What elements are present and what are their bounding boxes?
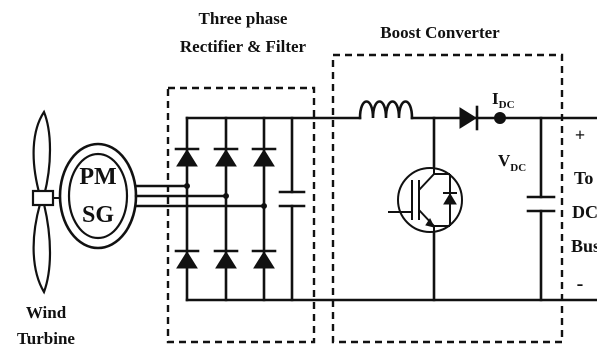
rectifier-title-line1: Three phase (199, 9, 288, 28)
wind-turbine-icon (31, 109, 66, 295)
three-phase-lines (134, 183, 267, 209)
diode-icon (213, 249, 239, 269)
diode-icon (459, 105, 479, 131)
rectifier-box (166, 86, 316, 344)
diode-icon (251, 147, 277, 167)
capacitor-icon (278, 190, 306, 208)
current-node (494, 112, 506, 124)
output-label-dc: DC (572, 202, 597, 222)
output-label-bus: Bus (571, 236, 597, 256)
diode-icon (213, 147, 239, 167)
boost-converter-box (331, 53, 564, 344)
generator-label-sg: SG (82, 202, 114, 228)
diode-icon (174, 147, 200, 167)
turbine-label-line1: Wind (26, 303, 67, 322)
output-label-to: To (574, 168, 593, 188)
generator-label-pm: PM (79, 164, 116, 190)
rectifier-title-line2: Rectifier & Filter (180, 37, 307, 56)
output-plus: + (575, 125, 585, 145)
rectifier-bridge (185, 116, 294, 302)
turbine-label-line2: Turbine (17, 329, 75, 348)
capacitor-icon (526, 195, 556, 213)
idc-label: IDC (492, 89, 515, 111)
output-minus: - (577, 273, 584, 295)
vdc-label: VDC (498, 151, 526, 174)
inductor-icon (358, 100, 414, 120)
igbt-icon (388, 166, 463, 233)
pm-generator (58, 142, 138, 250)
boost-title: Boost Converter (380, 23, 500, 42)
diode-icon (251, 249, 277, 269)
diode-icon (174, 249, 200, 269)
